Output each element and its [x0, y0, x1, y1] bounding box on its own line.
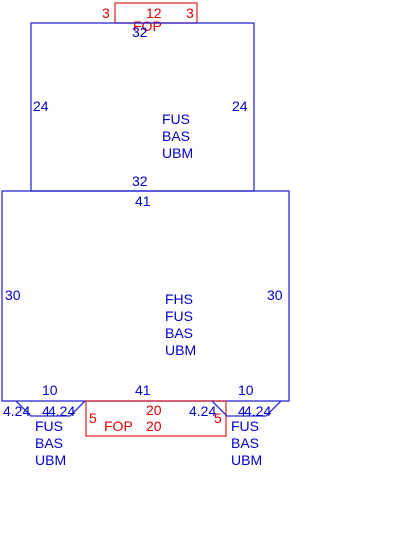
right-foot-material-3: UBM	[231, 452, 262, 468]
left-foot-material-2: BAS	[35, 435, 63, 451]
top-flange-right-dim: 3	[186, 5, 194, 21]
bottom-flange-outline	[85, 400, 227, 437]
main-box-right-dim: 30	[267, 287, 283, 303]
left-foot-material-1: FUS	[35, 418, 63, 434]
main-box-material-4: UBM	[165, 342, 196, 358]
upper-box-bottom-dim: 32	[132, 173, 148, 189]
main-box-bottom-left-dim: 10	[42, 382, 58, 398]
upper-box-right-dim: 24	[232, 98, 248, 114]
main-box-bottom-center-dim: 41	[135, 382, 151, 398]
main-box-top-dim: 41	[135, 193, 151, 209]
upper-box-material-2: BAS	[162, 128, 190, 144]
main-box-material-1: FHS	[165, 291, 193, 307]
upper-box-outline	[30, 22, 255, 192]
top-flange-width-dim: 12	[146, 5, 162, 21]
top-flange-left-dim: 3	[102, 5, 110, 21]
upper-box-material-3: UBM	[162, 145, 193, 161]
upper-box-top-dim: 32	[132, 24, 148, 40]
right-foot-dim-1: 4.24	[189, 403, 216, 419]
left-foot-material-3: UBM	[35, 452, 66, 468]
main-box-material-3: BAS	[165, 325, 193, 341]
main-box-outline	[1, 190, 290, 402]
top-flange-label: FOP	[133, 18, 162, 34]
bottom-flange-label: FOP	[104, 418, 133, 434]
left-foot-dim-1: 4.24	[3, 403, 30, 419]
upper-box-material-1: FUS	[162, 111, 190, 127]
left-foot-dim-3: 4.24	[48, 403, 75, 419]
left-foot-outline	[15, 400, 86, 417]
bottom-flange-bottom-dim: 20	[146, 418, 162, 434]
right-foot-dim-3: 4.24	[244, 403, 271, 419]
right-foot-material-1: FUS	[231, 418, 259, 434]
right-foot-material-2: BAS	[231, 435, 259, 451]
upper-box-left-dim: 24	[33, 98, 49, 114]
main-box-left-dim: 30	[5, 287, 21, 303]
bottom-flange-left-dim: 5	[89, 410, 97, 426]
bottom-flange-right-dim: 5	[214, 410, 222, 426]
bottom-flange-top-dim: 20	[146, 402, 162, 418]
main-box-bottom-right-dim: 10	[238, 382, 254, 398]
right-foot-outline	[211, 400, 282, 417]
main-box-material-2: FUS	[165, 308, 193, 324]
right-foot-dim-2: 4	[238, 403, 246, 419]
left-foot-dim-2: 4	[42, 403, 50, 419]
